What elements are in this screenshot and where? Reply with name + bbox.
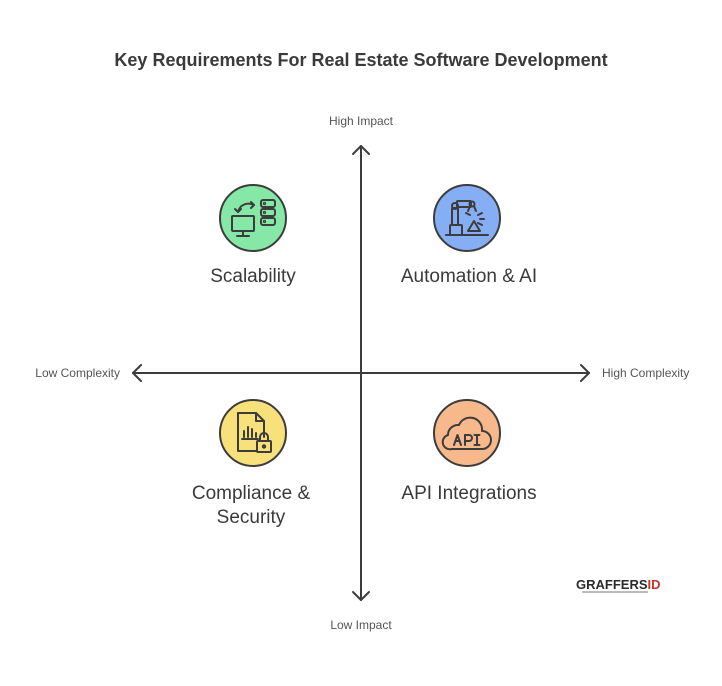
quadrant-label-compliance-security: Compliance & Security xyxy=(161,482,341,530)
logo-tagline-line xyxy=(582,591,648,593)
axis-label-high-complexity: High Complexity xyxy=(602,366,690,380)
page-title: Key Requirements For Real Estate Softwar… xyxy=(114,50,608,70)
robot-arm-icon xyxy=(433,184,501,252)
server-monitor-icon xyxy=(219,184,287,252)
graffersid-logo: GRAFFERSID xyxy=(576,576,661,600)
document-lock-icon xyxy=(219,399,287,467)
quadrant-label-scalability: Scalability xyxy=(210,266,296,287)
arrow-up-icon xyxy=(352,145,370,155)
cloud-api-icon xyxy=(433,399,501,467)
logo-text: GRAFFERSID xyxy=(576,577,661,592)
logo-text-main: GRAFFERS xyxy=(576,577,648,592)
quadrant-label-automation-ai: Automation & AI xyxy=(400,266,538,287)
axis-label-high-impact: High Impact xyxy=(328,114,394,128)
arrow-down-icon xyxy=(352,591,370,601)
logo-text-id: ID xyxy=(647,577,661,592)
axis-label-low-complexity: Low Complexity xyxy=(35,366,120,380)
quadrant-label-api-integrations: API Integrations xyxy=(401,483,537,504)
arrow-right-icon xyxy=(580,364,590,382)
quadrant-label-line-1: Compliance & xyxy=(191,483,311,504)
quadrant-label-line-2: Security xyxy=(216,507,286,528)
axis-label-low-impact: Low Impact xyxy=(330,618,392,632)
arrow-left-icon xyxy=(132,364,142,382)
